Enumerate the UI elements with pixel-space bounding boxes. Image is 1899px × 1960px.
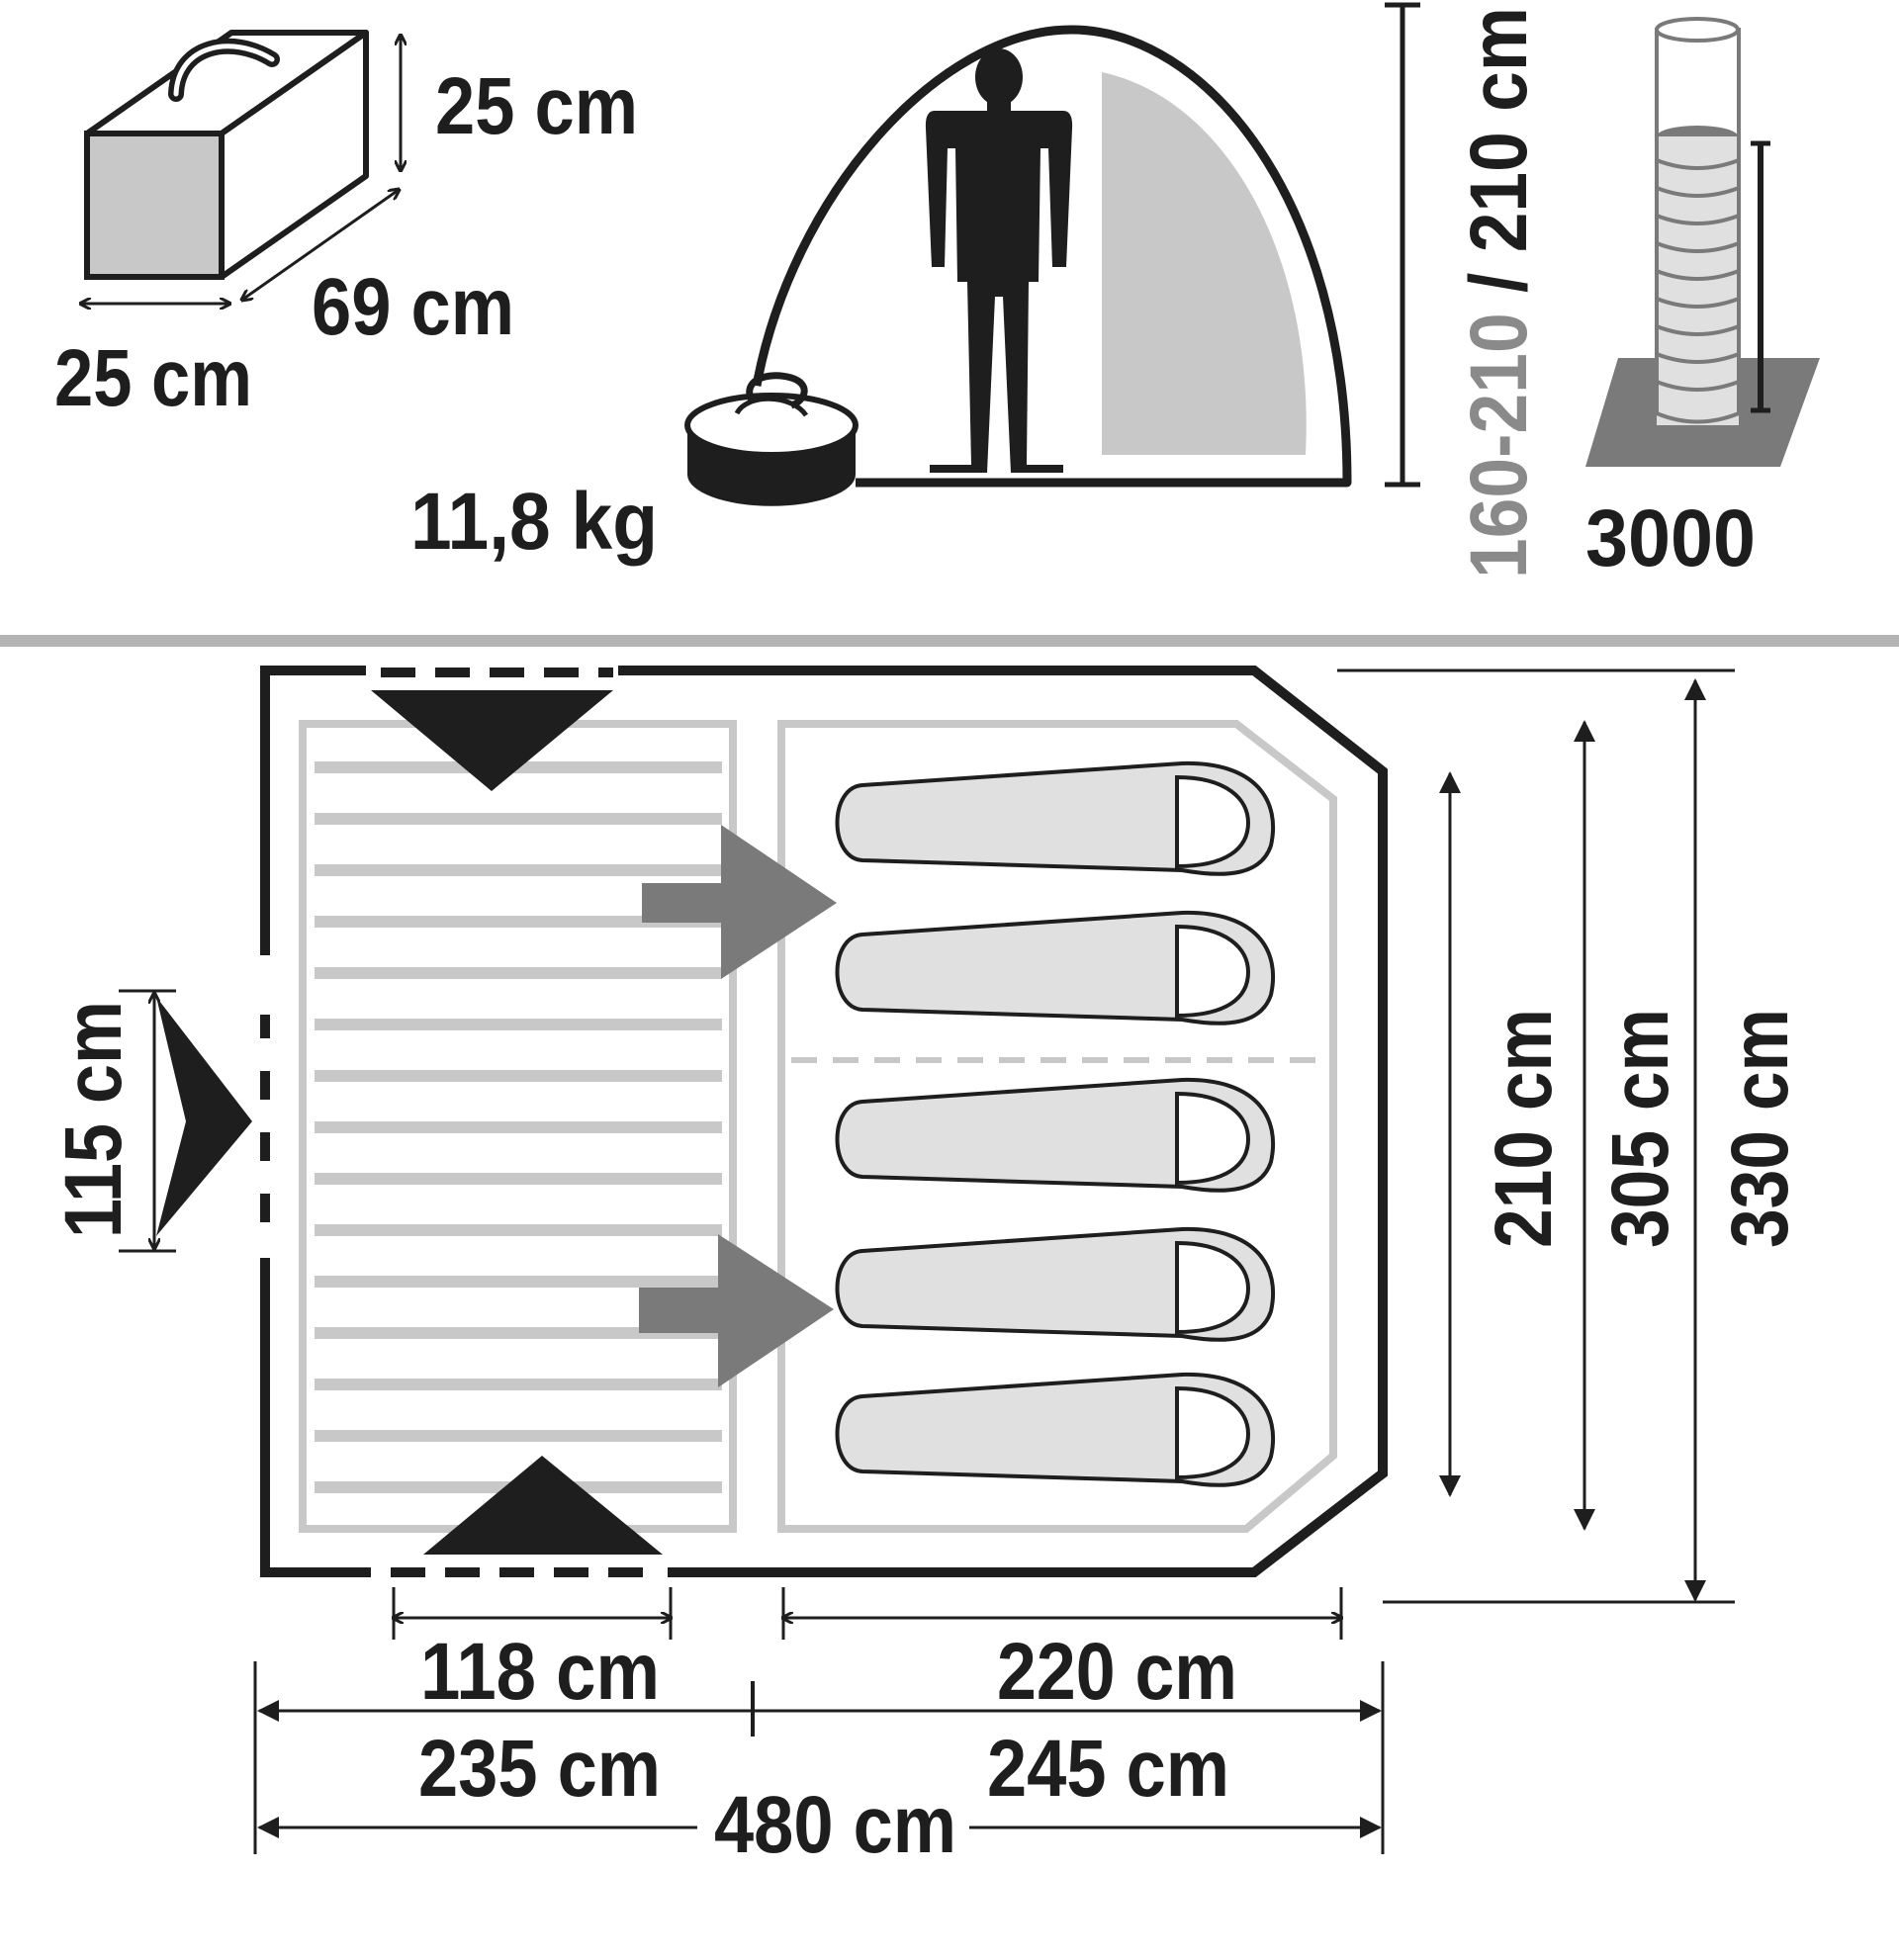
pack-length-label: 69 cm [312, 262, 514, 352]
packed-bag-icon [84, 30, 369, 280]
person-silhouette-icon [925, 48, 1073, 473]
depth-mid-label: 305 cm [1595, 1009, 1685, 1248]
section-divider [0, 635, 1899, 647]
total-length-label: 480 cm [714, 1780, 956, 1870]
sleeping-bag-1 [835, 760, 1276, 876]
inner-tent-length-label: 220 cm [997, 1627, 1237, 1717]
front-door-width-label: 118 cm [420, 1627, 660, 1717]
sleeping-bag-3 [835, 1077, 1276, 1193]
inner-tent-depth-label: 210 cm [1479, 1009, 1569, 1248]
tent-height-label: 160-210 / 210 cm [1454, 7, 1544, 579]
door-triangle-top [371, 690, 613, 791]
weight-bag-icon [684, 372, 859, 506]
tent-height-range: 160-210 [1454, 312, 1544, 579]
side-door-width-label: 115 cm [48, 1001, 138, 1238]
water-column-label: 3000 [1585, 493, 1756, 583]
tent-floorplan [156, 665, 1388, 1578]
pack-width-label: 25 cm [54, 333, 252, 423]
dimension-lines [119, 668, 1735, 1854]
tent-height-max: / 210 cm [1454, 7, 1544, 312]
entrance-arrow-upper [642, 825, 837, 979]
tent-profile-icon [752, 25, 1352, 488]
weight-label: 11,8 kg [410, 477, 658, 567]
water-column-icon [1585, 17, 1820, 467]
sleeping-area-length-label: 245 cm [987, 1724, 1229, 1814]
total-depth-label: 330 cm [1715, 1009, 1805, 1248]
entrance-arrow-lower [639, 1234, 834, 1387]
sleeping-bag-2 [835, 910, 1276, 1025]
living-area-length-label: 235 cm [418, 1724, 661, 1814]
sleeping-bag-5 [835, 1372, 1276, 1487]
sleeping-bag-4 [835, 1226, 1276, 1342]
door-triangle-bottom [423, 1456, 663, 1555]
pack-height-label: 25 cm [435, 61, 638, 151]
pack-length-arrow [242, 190, 399, 300]
door-triangle-side [156, 997, 252, 1236]
